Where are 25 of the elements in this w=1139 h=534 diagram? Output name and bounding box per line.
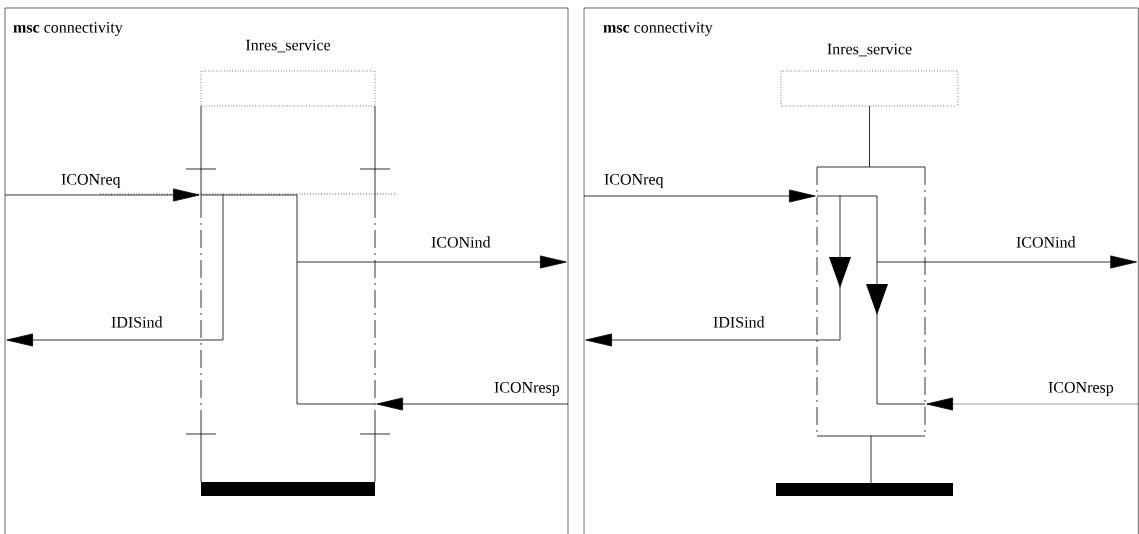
message-arrow <box>585 333 818 347</box>
instance-lifeline <box>185 105 391 483</box>
message-label: ICONreq <box>603 173 665 189</box>
instance-head: Inres_service <box>200 39 376 107</box>
message-arrow <box>4 188 200 202</box>
message-arrow <box>376 397 569 411</box>
instance-end-bar <box>776 483 953 496</box>
message-arrow <box>374 255 567 269</box>
node-label: Inres_service <box>827 43 912 57</box>
message-label: ICONresp <box>493 381 561 397</box>
node-label: Inres_service <box>245 39 331 53</box>
message-label: ICONreq <box>60 173 122 189</box>
message-label: ICONresp <box>1047 381 1115 397</box>
message-label: ICONind <box>1015 235 1077 249</box>
instance-end-bar <box>201 482 375 496</box>
message-arrow <box>583 189 816 203</box>
instance-head: Inres_service <box>780 43 959 107</box>
message-arrow <box>924 255 1137 269</box>
connector-line <box>869 105 870 168</box>
message-label: IDISind <box>110 315 164 329</box>
coregion-box <box>816 166 926 437</box>
connector-line <box>870 435 872 484</box>
message-label: ICONind <box>430 235 492 249</box>
message-arrow <box>6 333 202 347</box>
message-label: IDISind <box>712 315 766 329</box>
